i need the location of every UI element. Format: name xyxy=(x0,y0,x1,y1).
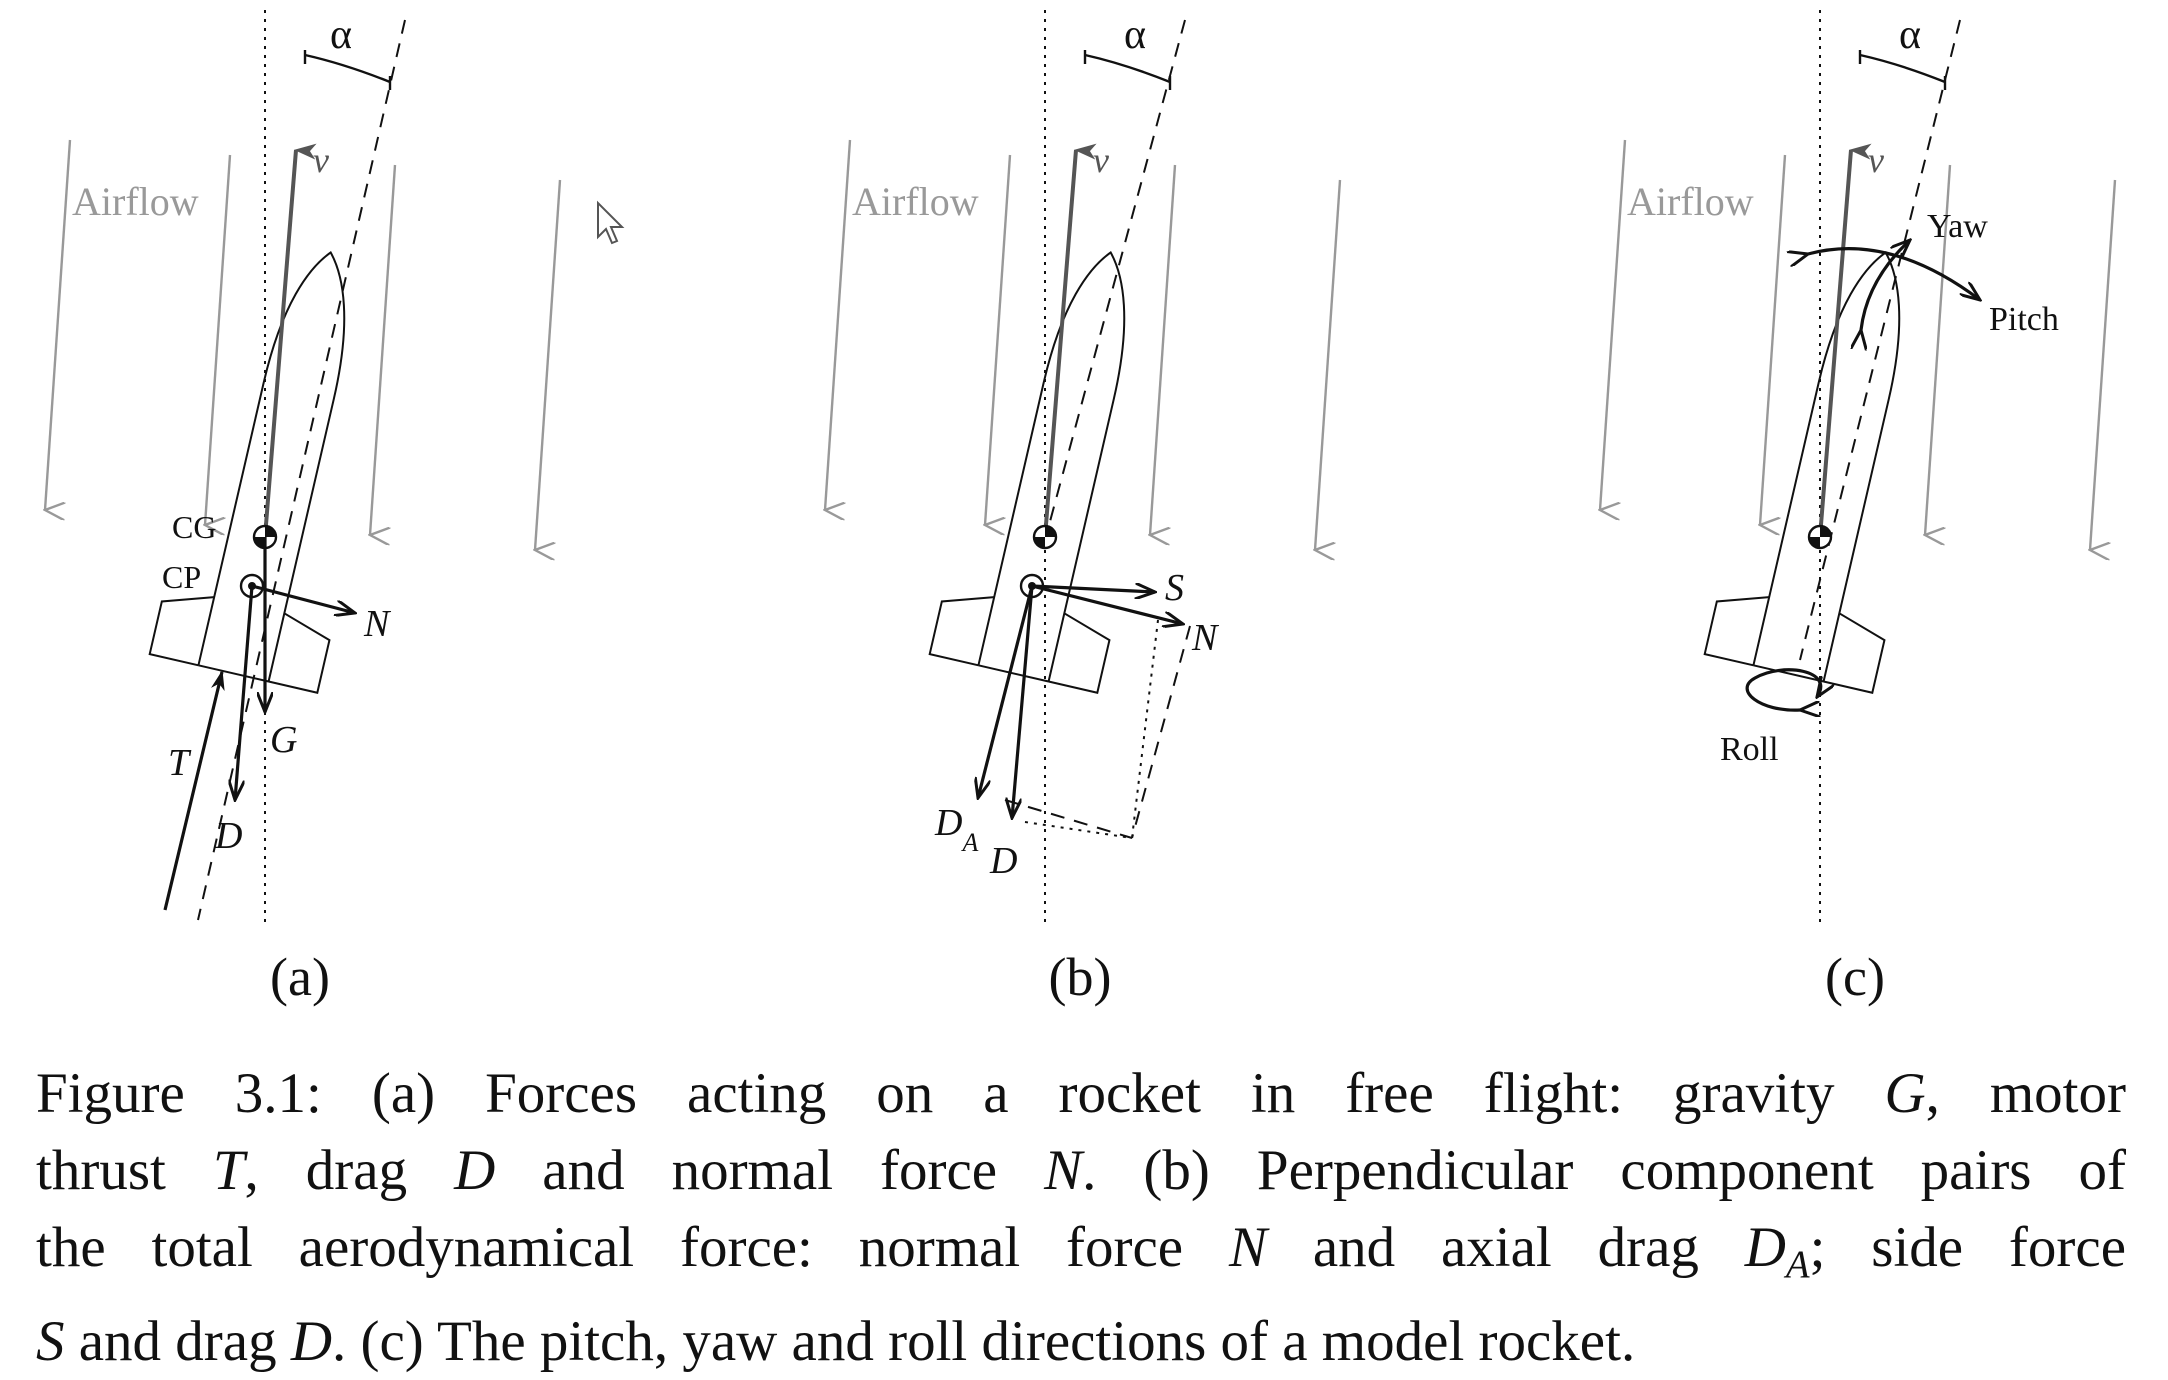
side-force-label: S xyxy=(1165,567,1184,609)
caption-line-4: S and drag D. (c) The pitch, yaw and rol… xyxy=(36,1309,1636,1373)
rocket-axis-line xyxy=(197,19,406,921)
thrust-arrow xyxy=(163,670,225,911)
angle-label: α xyxy=(330,12,352,58)
gravity-label: G xyxy=(270,719,297,761)
caption-line-1: Figure 3.1: (a) Forces acting on a rocke… xyxy=(36,1062,2127,1125)
velocity-vector xyxy=(1043,143,1097,538)
pitch-label: Pitch xyxy=(1989,301,2059,338)
figure-caption: Figure 3.1: (a) Forces acting on a rocke… xyxy=(36,1055,2136,1380)
airflow-label: Airflow xyxy=(852,179,979,224)
airflow-label: Airflow xyxy=(1627,179,1754,224)
velocity-vector xyxy=(1818,143,1872,538)
mouse-cursor-icon xyxy=(597,200,625,245)
angle-label: α xyxy=(1899,12,1921,58)
component-construction-lines xyxy=(1004,619,1191,839)
airflow-label: Airflow xyxy=(72,179,199,224)
velocity-label: v xyxy=(1868,140,1884,180)
cp-label: CP xyxy=(162,559,201,595)
panel-b: Airflow α v S N xyxy=(825,10,1340,1007)
panel-label-c: (c) xyxy=(1825,947,1885,1007)
axial-drag-arrow xyxy=(978,585,1034,798)
normal-force-label: N xyxy=(1191,617,1220,659)
caption-line-2: thrust T, drag D and normal force N. (b)… xyxy=(36,1139,2126,1202)
thrust-label: T xyxy=(168,742,192,784)
rocket-axis-line xyxy=(1799,19,1961,661)
normal-force-arrow xyxy=(1031,584,1183,624)
axial-drag-label: DA xyxy=(934,802,978,857)
angle-of-attack-arc xyxy=(304,53,391,84)
cg-marker-icon xyxy=(1032,524,1058,550)
velocity-label: v xyxy=(313,140,329,180)
yaw-label: Yaw xyxy=(1927,208,1988,245)
angle-label: α xyxy=(1124,12,1146,58)
panel-c: Airflow α v Yaw Pitch Roll (c) xyxy=(1600,10,2115,1007)
drag-arrow xyxy=(1012,585,1034,818)
angle-of-attack-arc xyxy=(1084,53,1171,84)
normal-force-label: N xyxy=(363,603,392,645)
angle-of-attack-arc xyxy=(1859,53,1946,84)
panel-label-a: (a) xyxy=(270,947,330,1007)
drag-label: D xyxy=(214,815,242,857)
panel-label-b: (b) xyxy=(1049,947,1112,1007)
velocity-label: v xyxy=(1093,140,1109,180)
rocket-forces-figure: Airflow α v CG CP N xyxy=(0,10,2168,1007)
side-force-arrow xyxy=(1031,586,1155,592)
cg-label: CG xyxy=(172,509,216,545)
rocket-axis-line xyxy=(1044,19,1186,541)
caption-line-3: the total aerodynamical force: normal fo… xyxy=(36,1216,2126,1286)
drag-label: D xyxy=(989,840,1017,882)
roll-label: Roll xyxy=(1720,731,1779,768)
normal-force-arrow xyxy=(251,584,355,613)
cg-marker-icon xyxy=(1807,524,1833,550)
roll-arrow xyxy=(1745,668,1821,710)
panel-a: Airflow α v CG CP N xyxy=(45,10,560,1007)
yaw-arrow xyxy=(1861,240,1910,330)
velocity-vector xyxy=(263,143,317,538)
drag-arrow xyxy=(235,585,254,800)
